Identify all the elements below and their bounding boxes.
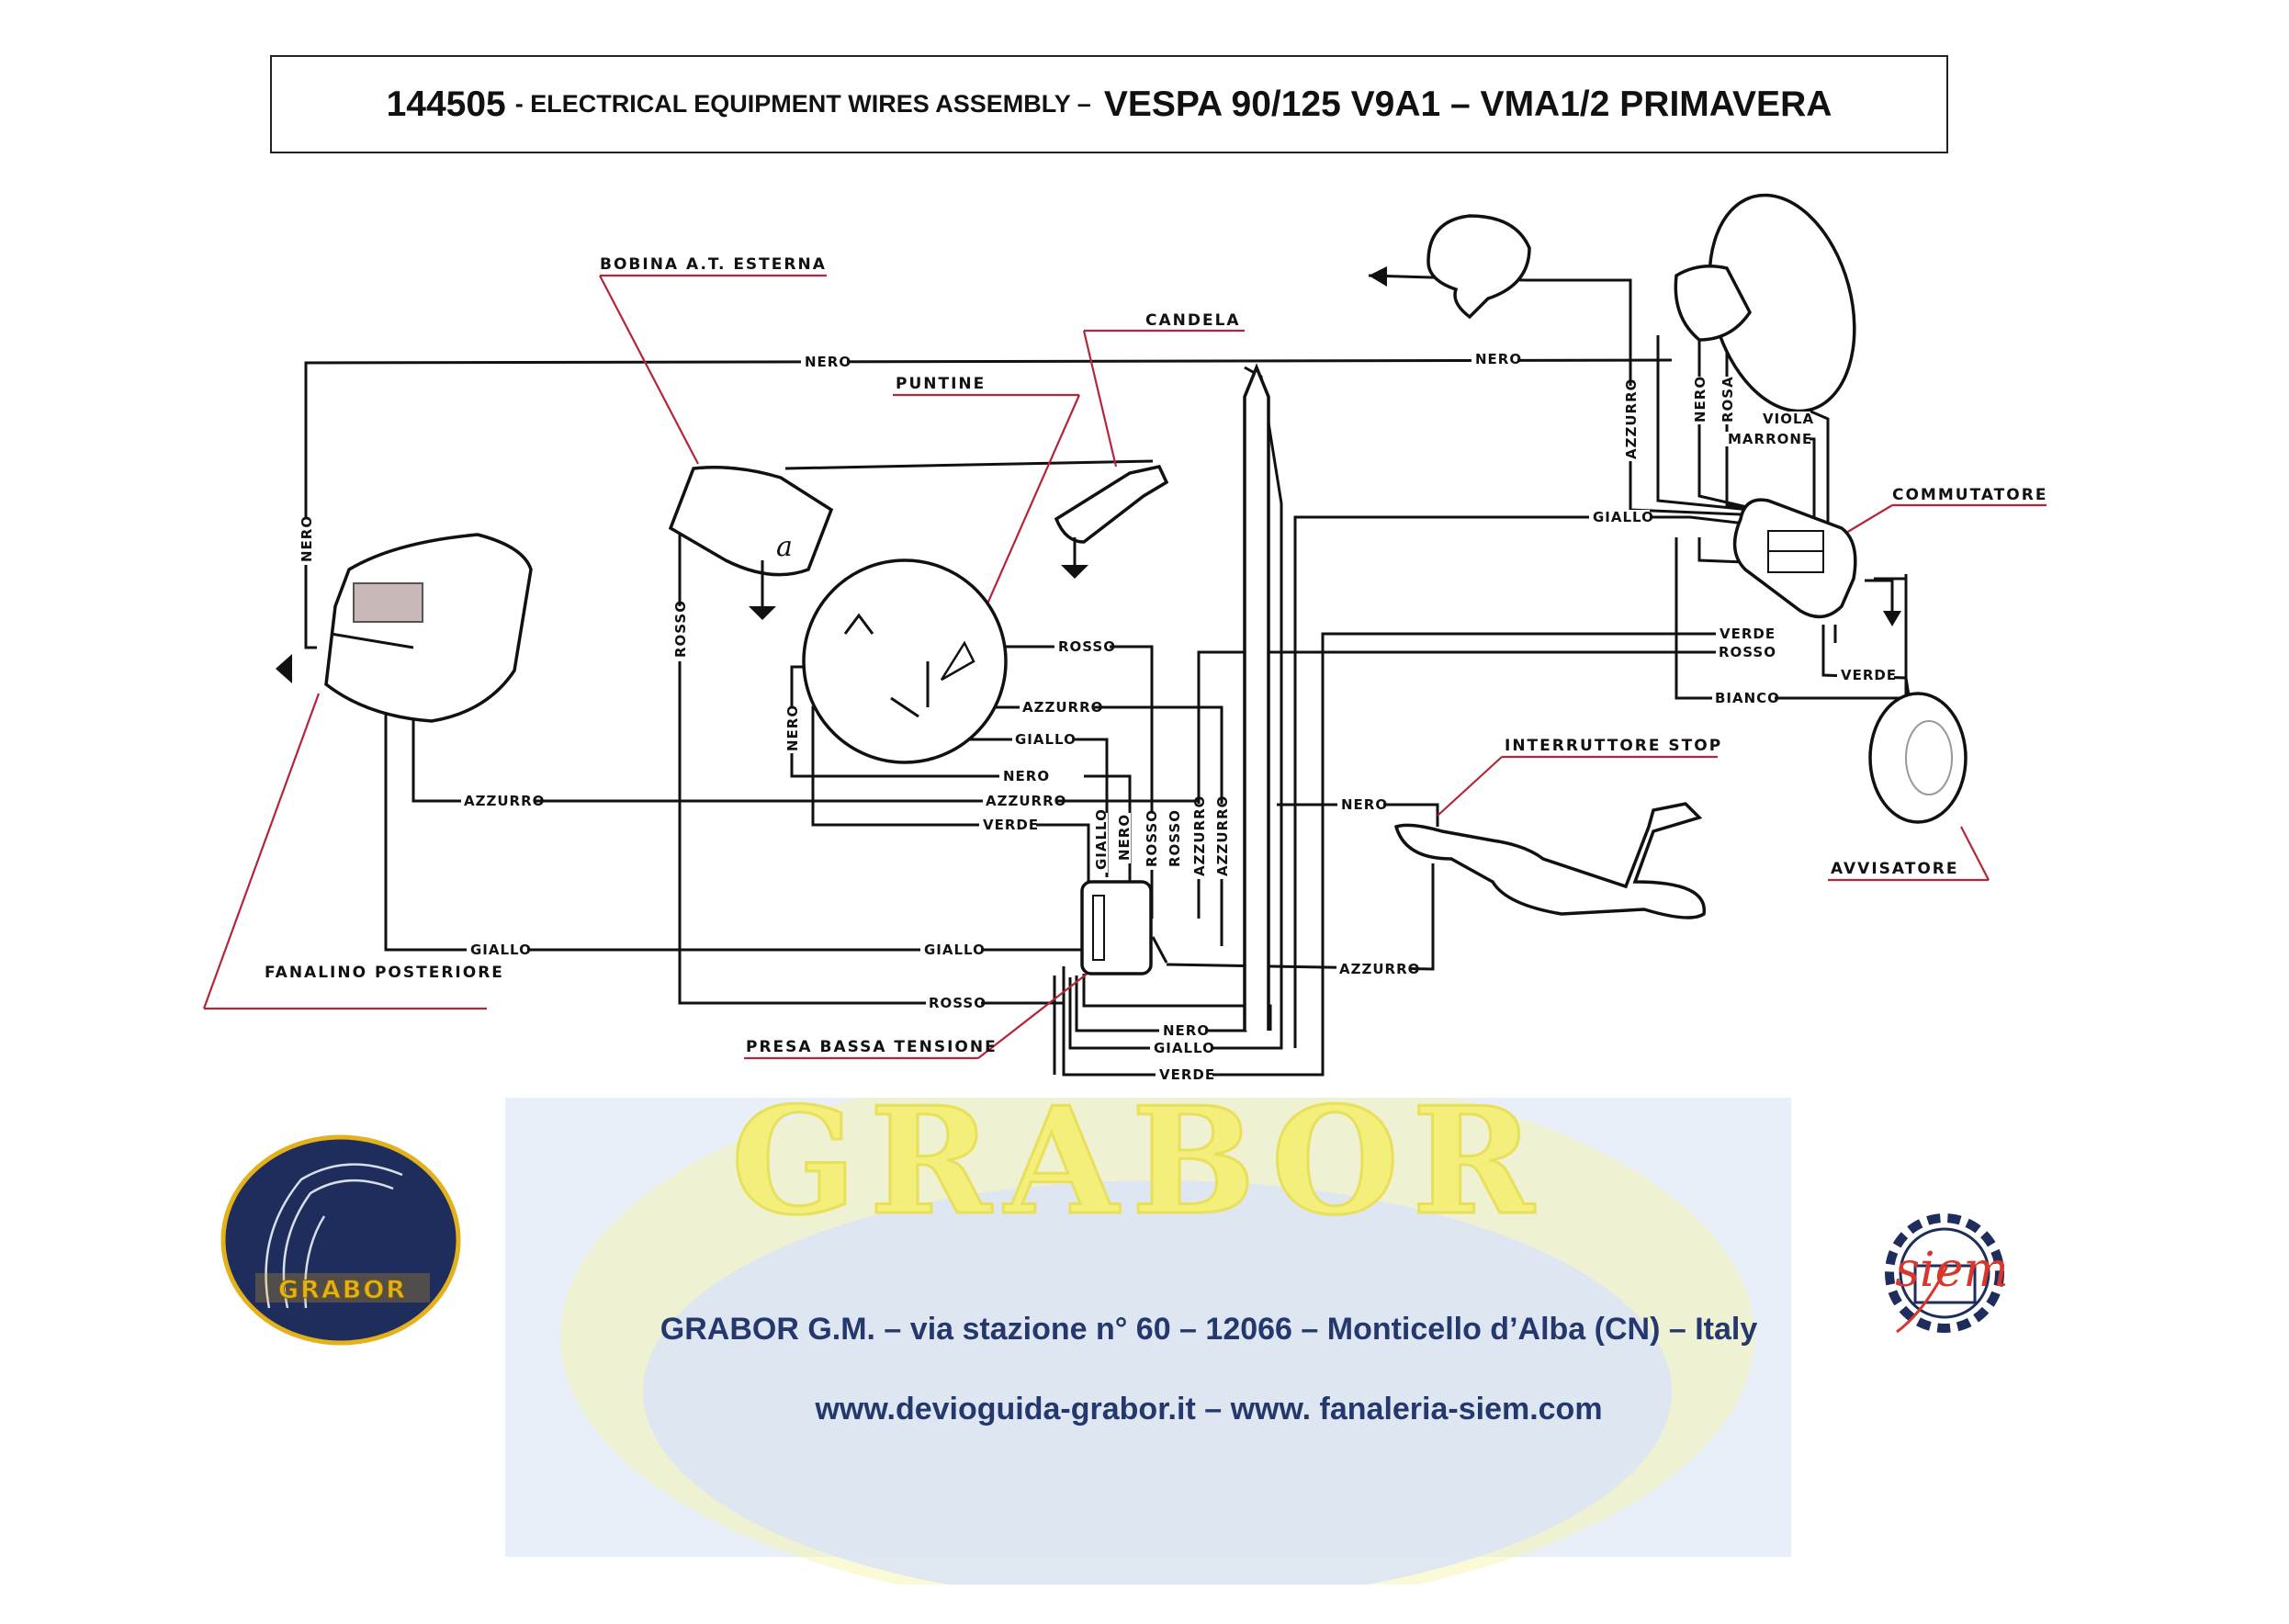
part-number: 144505 — [386, 84, 506, 124]
label-bobina: BOBINA A.T. ESTERNA — [600, 255, 827, 274]
headlamp — [1674, 193, 1856, 413]
wire-label-rosa: ROSA — [1720, 376, 1736, 423]
footer-websites: www.devioguida-grabor.it – www. fanaleri… — [815, 1392, 1603, 1427]
spark-plug — [1054, 464, 1169, 579]
wire-label-rosso: ROSSO — [929, 995, 987, 1011]
label-candela: CANDELA — [1145, 311, 1241, 330]
wire-label-bianco: BIANCO — [1715, 690, 1780, 706]
ground-symbol-tail — [276, 654, 292, 683]
label-avvisatore: AVVISATORE — [1831, 860, 1958, 878]
wire-label-rosso: ROSSO — [1167, 809, 1183, 867]
low-voltage-socket — [1080, 880, 1168, 976]
wire-label-giallo: GIALLO — [470, 942, 532, 958]
title-subtitle: - ELECTRICAL EQUIPMENT WIRES ASSEMBLY – — [514, 90, 1091, 118]
label-interruttore-stop: INTERRUTTORE STOP — [1505, 737, 1722, 755]
title-model: VESPA 90/125 V9A1 – VMA1/2 PRIMAVERA — [1103, 84, 1832, 124]
wire-label-azzurro: AZZURRO — [464, 793, 545, 809]
siem-logo: siem — [1885, 1213, 2009, 1334]
wire-label-azzurro: AZZURRO — [1623, 378, 1640, 459]
wire-label-giallo: GIALLO — [1154, 1040, 1215, 1056]
brake-pedal-stop-switch — [1393, 802, 1706, 919]
ground-symbol-commutatore — [1865, 579, 1901, 626]
frame-spine — [1243, 363, 1270, 1031]
label-presa: PRESA BASSA TENSIONE — [746, 1038, 998, 1056]
label-puntine: PUNTINE — [896, 375, 986, 393]
grabor-logo-text: GRABOR — [278, 1276, 407, 1304]
wire-label-viola: VIOLA — [1763, 411, 1814, 427]
wire-label-nero: NERO — [299, 515, 315, 562]
wire-label-azzurro: AZZURRO — [986, 793, 1066, 809]
wire-label-azzurro: AZZURRO — [1214, 795, 1231, 876]
wire-label-verde: VERDE — [1159, 1066, 1215, 1083]
speedometer — [1426, 214, 1531, 320]
wire-label-rosso: ROSSO — [1719, 644, 1776, 660]
wire-label-rosso: ROSSO — [1058, 638, 1116, 655]
magneto-stator — [802, 558, 1008, 764]
wire-label-verde: VERDE — [983, 817, 1039, 833]
grabor-watermark: GRABOR — [505, 1098, 1791, 1585]
horn — [1868, 692, 1968, 824]
wire-label-verde: VERDE — [1720, 626, 1776, 642]
wire-label-nero: NERO — [1341, 796, 1388, 813]
wire-label-nero: NERO — [1003, 768, 1050, 784]
wire-label-azzurro: AZZURRO — [1022, 699, 1103, 716]
wire-label-nero: NERO — [805, 354, 851, 370]
wire-label-giallo: GIALLO — [1015, 731, 1077, 748]
wire-label-giallo: GIALLO — [924, 942, 986, 958]
ht-coil: a — [668, 466, 834, 620]
title-box: 144505 - ELECTRICAL EQUIPMENT WIRES ASSE… — [270, 55, 1948, 153]
wire-label-marrone: MARRONE — [1728, 431, 1812, 447]
watermark-text: GRABOR — [731, 1098, 1547, 1247]
wire-label-nero: NERO — [1163, 1022, 1210, 1039]
grabor-logo: GRABOR — [220, 1134, 461, 1346]
footer-address: GRABOR G.M. – via stazione n° 60 – 12066… — [660, 1312, 1758, 1347]
wire-label-giallo: GIALLO — [1593, 509, 1654, 525]
wire-label-giallo: GIALLO — [1093, 808, 1110, 870]
wire-label-azzurro: AZZURRO — [1191, 795, 1208, 876]
wire-label-verde: VERDE — [1841, 667, 1897, 683]
wire-label-rosso: ROSSO — [1144, 809, 1160, 867]
wire-label-nero: NERO — [1116, 814, 1133, 861]
wire-label-rosso: ROSSO — [672, 600, 689, 658]
wire-label-nero: NERO — [1692, 376, 1708, 423]
label-commutatore: COMMUTATORE — [1892, 486, 2047, 504]
siem-logo-text: siem — [1895, 1243, 2008, 1298]
wire-label-nero: NERO — [1475, 351, 1522, 367]
wire-labels: NERO NERO NERO ROSSO NERO ROSSO AZZURRO … — [299, 351, 1897, 1083]
wire-label-azzurro: AZZURRO — [1339, 961, 1420, 977]
svg-text:a: a — [776, 531, 793, 563]
wire-label-nero: NERO — [784, 705, 801, 751]
commutator-switch — [1732, 498, 1857, 619]
tail-lamp — [324, 533, 533, 723]
label-fanalino: FANALINO POSTERIORE — [265, 964, 504, 982]
